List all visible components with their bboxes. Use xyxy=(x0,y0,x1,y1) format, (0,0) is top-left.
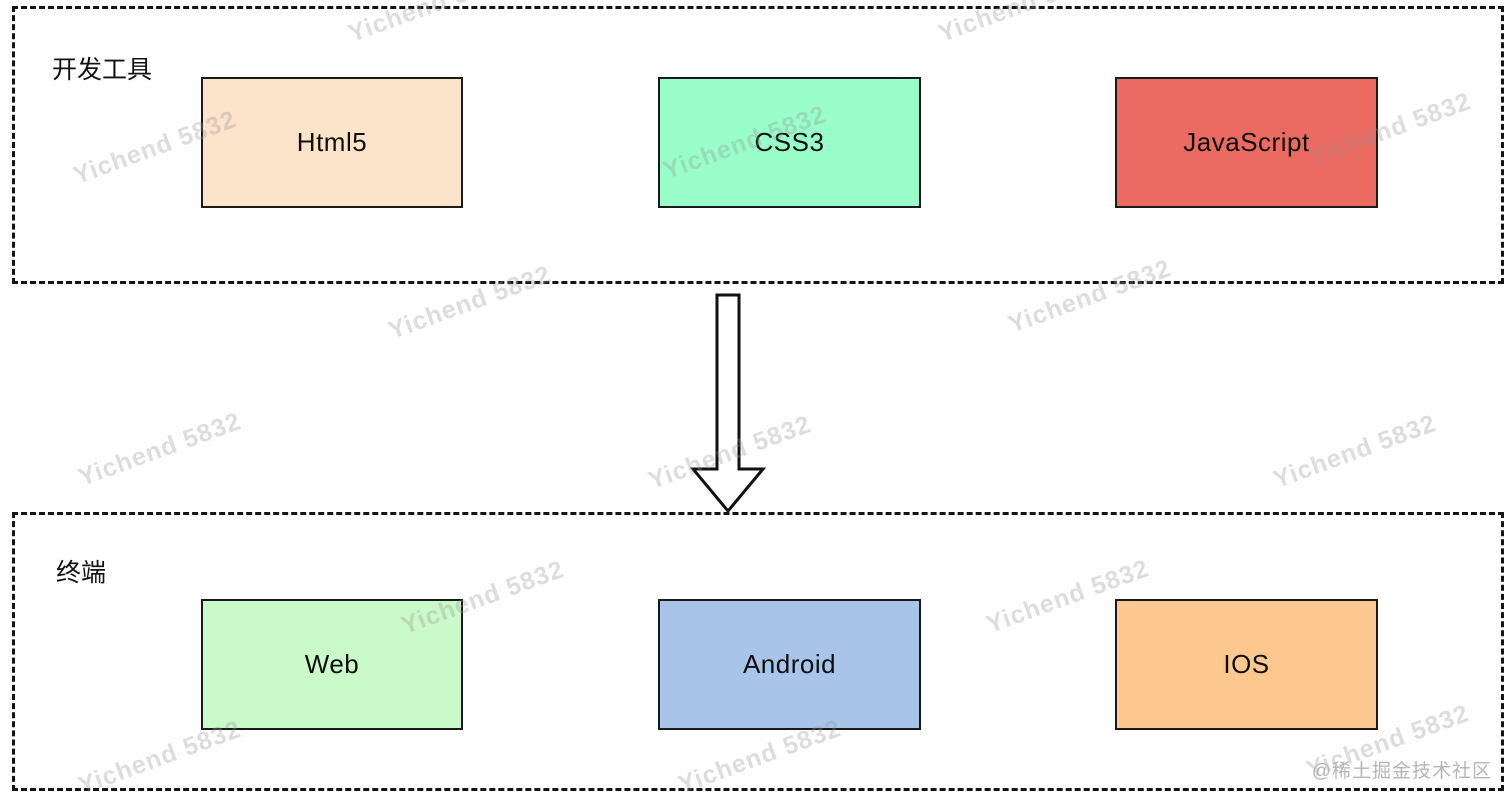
terminals-section-label: 终端 xyxy=(56,559,107,587)
tools-section xyxy=(12,6,1504,284)
down-arrow-icon xyxy=(689,293,767,514)
node-javascript-label: JavaScript xyxy=(1183,127,1310,157)
node-ios: IOS xyxy=(1115,599,1378,730)
watermark: Yichend 5832 xyxy=(1269,409,1440,494)
node-html5: Html5 xyxy=(201,77,463,208)
watermark: Yichend 5832 xyxy=(74,407,245,492)
node-android-label: Android xyxy=(742,649,837,679)
node-ios-label: IOS xyxy=(1223,649,1270,679)
node-android: Android xyxy=(658,599,921,730)
tools-section-label: 开发工具 xyxy=(52,56,153,84)
node-css3: CSS3 xyxy=(658,77,921,208)
community-credit: @稀土掘金技术社区 xyxy=(1311,761,1492,782)
node-web: Web xyxy=(201,599,463,730)
node-css3-label: CSS3 xyxy=(754,127,825,157)
node-html5-label: Html5 xyxy=(296,127,368,157)
node-web-label: Web xyxy=(304,649,360,679)
node-javascript: JavaScript xyxy=(1115,77,1378,208)
terminals-section xyxy=(12,512,1504,791)
